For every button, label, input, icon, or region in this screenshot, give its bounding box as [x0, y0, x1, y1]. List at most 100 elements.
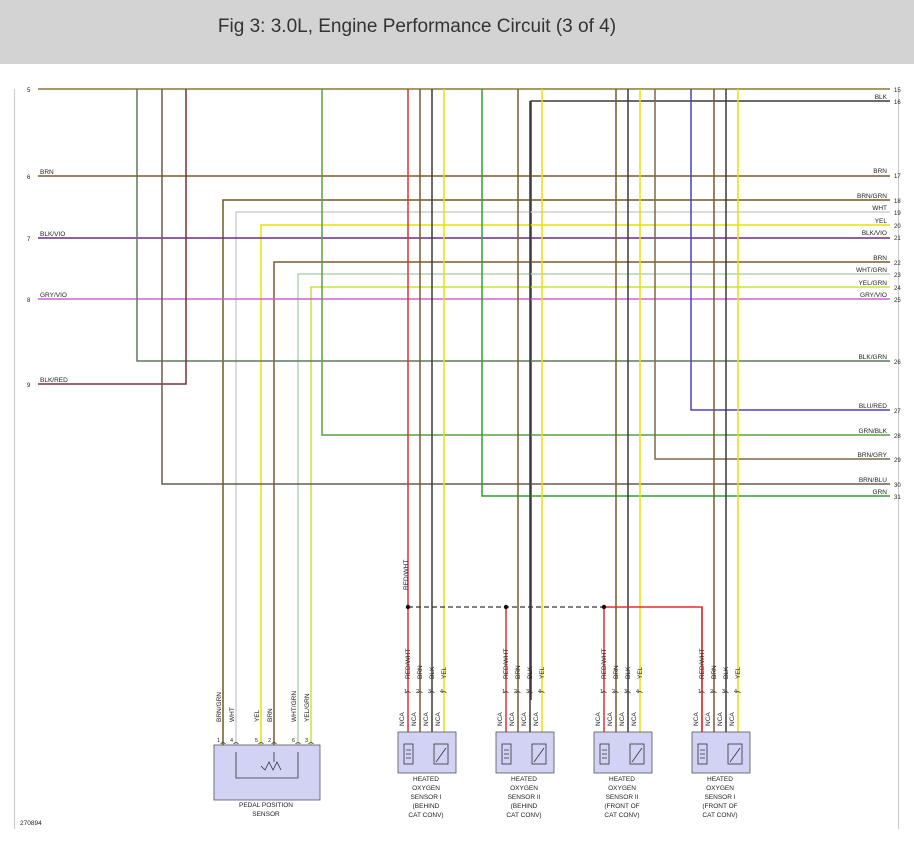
heater-element-icon	[501, 743, 512, 765]
potentiometer-icon	[235, 752, 299, 779]
right-wire-label: YEL	[875, 218, 888, 225]
o2-wire-label: RED/WHT	[405, 649, 412, 679]
figure-number: 270894	[20, 820, 42, 827]
pedal-pin-number: 3	[305, 738, 308, 744]
oxygen-sensor-name: CAT CONV)	[604, 812, 639, 819]
connector-pin-cap	[220, 742, 226, 745]
nca-label: NCA	[497, 712, 504, 726]
oxygen-sensor-name: HEATED	[413, 776, 439, 783]
o2-wire-label: YEL	[441, 666, 448, 679]
connector-pin-cap	[699, 691, 705, 694]
right-wire-label: BRN/BLU	[859, 477, 887, 484]
o2-pin-number: 1	[502, 689, 505, 695]
pedal-sensor-name: PEDAL POSITION	[239, 802, 293, 809]
pedal-pin-number: 5	[255, 738, 258, 744]
right-pin-number: 20	[894, 224, 901, 230]
wire-blu-red-27	[690, 89, 890, 411]
right-pin-number: 31	[894, 495, 901, 501]
connector-pin-cap	[637, 691, 643, 694]
pedal-pin-number: 1	[217, 738, 220, 744]
nca-label: NCA	[595, 712, 602, 726]
left-wire-label: BLK/VIO	[40, 231, 65, 238]
wiring-diagram: 56BRN7BLK/VIO8GRY/VIO9BLK/RED1516BLK17BR…	[14, 88, 901, 829]
right-pin-number: 16	[894, 100, 901, 106]
o2-pin-number: 4	[734, 689, 737, 695]
right-pin-number: 15	[894, 88, 901, 94]
heater-coil-icon	[406, 749, 411, 759]
wire-brn-22	[273, 261, 890, 745]
connector-pin-cap	[405, 691, 411, 694]
right-wire-label: GRN	[873, 489, 888, 496]
oxygen-sensor-name: (FRONT OF	[702, 803, 737, 810]
connector-pin-cap	[295, 742, 301, 745]
oxygen-sensor-name: HEATED	[609, 776, 635, 783]
right-pin-number: 26	[894, 360, 901, 366]
left-pin-number: 6	[27, 175, 31, 181]
o2-wire-label: BLK	[723, 666, 730, 679]
nca-label: NCA	[509, 712, 516, 726]
oxygen-sensor-name: OXYGEN	[412, 785, 440, 792]
oxygen-sensor-connector	[593, 731, 653, 774]
sensing-element-icon	[727, 743, 743, 765]
pedal-wire-label: WHT	[229, 707, 236, 722]
right-wire-label: GRN/BLK	[858, 428, 887, 435]
nca-label: NCA	[533, 712, 540, 726]
o2-wire-label: BRN	[417, 665, 424, 679]
o2-pin-number: 4	[636, 689, 639, 695]
shield-wire-label: RED/WHT	[403, 560, 410, 590]
oxygen-sensor-name: (BEHIND	[413, 803, 440, 810]
o2-wire-label: BLK	[429, 666, 436, 679]
right-pin-number: 19	[894, 211, 901, 217]
right-wire-label: BRN	[873, 168, 887, 175]
nca-label: NCA	[423, 712, 430, 726]
right-pin-number: 23	[894, 273, 901, 279]
oxygen-sensor-name: HEATED	[511, 776, 537, 783]
wire-brn-grn-18	[222, 199, 890, 745]
pedal-pin-number: 6	[292, 738, 295, 744]
wire-blk-16	[530, 100, 890, 700]
o2-pin-number: 3	[722, 689, 725, 695]
oxygen-sensor-name: HEATED	[707, 776, 733, 783]
right-pin-number: 28	[894, 434, 901, 440]
connector-pin-cap	[258, 742, 264, 745]
frame-right-border	[898, 89, 899, 829]
connector-pin-cap	[441, 691, 447, 694]
oxygen-sensor-name: OXYGEN	[706, 785, 734, 792]
o2-pin-number: 2	[416, 689, 419, 695]
sensor-arrow-icon	[435, 747, 447, 763]
pedal-wire-label: WHT/GRN	[291, 691, 298, 722]
connector-pin-cap	[601, 691, 607, 694]
left-pin-number: 5	[27, 88, 31, 94]
left-wire-label: GRY/VIO	[40, 292, 67, 299]
right-pin-number: 21	[894, 236, 901, 242]
sensing-element-icon	[629, 743, 645, 765]
nca-label: NCA	[619, 712, 626, 726]
oxygen-sensor-name: OXYGEN	[608, 785, 636, 792]
nca-label: NCA	[705, 712, 712, 726]
right-pin-number: 27	[894, 409, 901, 415]
o2-wire-label: RED/WHT	[503, 649, 510, 679]
o2-wire-label: BRN	[515, 665, 522, 679]
heater-coil-icon	[504, 749, 509, 759]
oxygen-sensor-name: SENSOR I	[410, 794, 441, 801]
o2-pin-number: 3	[428, 689, 431, 695]
nca-label: NCA	[435, 712, 442, 726]
wire-yel-grn-24	[310, 286, 890, 745]
oxygen-sensor-name: CAT CONV)	[408, 812, 443, 819]
nca-label: NCA	[607, 712, 614, 726]
o2-pin-number: 1	[600, 689, 603, 695]
sensing-element-icon	[531, 743, 547, 765]
connector-pin-cap	[271, 742, 277, 745]
connector-pin-cap	[503, 691, 509, 694]
o2-wire-label: BLK	[527, 666, 534, 679]
oxygen-sensor-name: SENSOR II	[508, 794, 541, 801]
heater-element-icon	[403, 743, 414, 765]
o2-pin-number: 4	[538, 689, 541, 695]
wire-brn-blu-30	[161, 89, 890, 485]
oxygen-sensor-name: SENSOR II	[606, 794, 639, 801]
nca-label: NCA	[399, 712, 406, 726]
o2-pin-number: 1	[404, 689, 407, 695]
o2-pin-number: 3	[526, 689, 529, 695]
heater-coil-icon	[700, 749, 705, 759]
oxygen-sensor-name: (BEHIND	[511, 803, 538, 810]
